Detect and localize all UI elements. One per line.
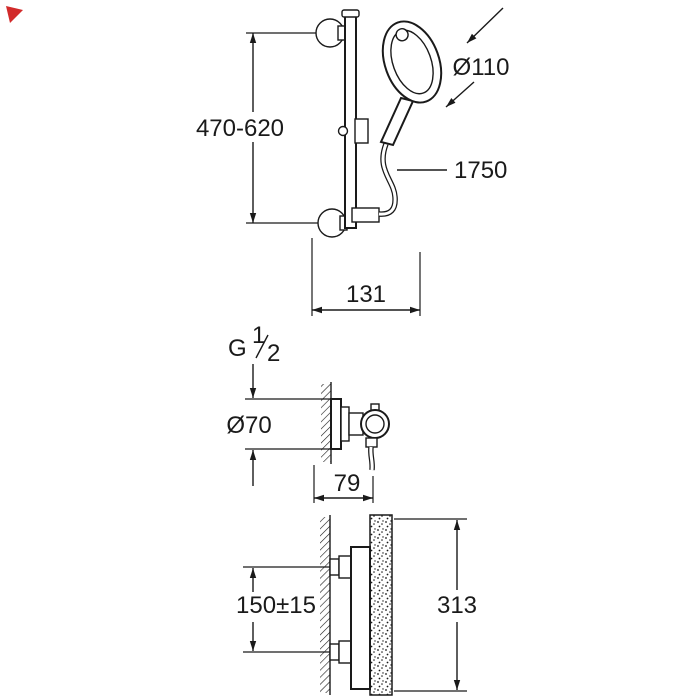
dim-connection-spacing: 150±15 <box>236 566 330 653</box>
connection-spacing-label: 150±15 <box>236 592 316 619</box>
top-union-pipe <box>329 558 340 576</box>
wall-hatch <box>320 517 330 693</box>
valve-flange-step <box>340 406 350 442</box>
valve-flange <box>330 398 342 450</box>
slider-holder <box>354 118 369 144</box>
mounting-rail-section <box>369 514 393 696</box>
dim-flange-diameter: Ø70 <box>226 364 331 486</box>
wall-offset-label: 131 <box>346 281 386 308</box>
wall-middle <box>321 382 332 464</box>
hand-shower-handle <box>379 96 415 147</box>
thread-numerator-label: 1 <box>252 322 265 349</box>
thermostat-body <box>329 546 371 690</box>
total-height-label: 313 <box>437 592 477 619</box>
callout-hose-length: 1750 <box>397 157 507 184</box>
spray-center <box>395 28 409 42</box>
wall-hatch <box>321 384 331 462</box>
slider-knob <box>337 125 349 137</box>
dim-total-height: 313 <box>394 518 477 692</box>
fraction-slash <box>255 334 269 359</box>
red-corner-arrow-icon <box>6 6 23 23</box>
thread-letter-label: G <box>228 335 247 362</box>
hose-elbow-bracket <box>351 207 380 223</box>
outlet-coupling <box>365 437 378 448</box>
rail-height-label: 470-620 <box>196 115 284 142</box>
bottom-union-nut <box>338 640 352 664</box>
thread-denominator-label: 2 <box>267 340 280 367</box>
bottom-union-pipe <box>329 643 340 661</box>
hand-shower <box>351 20 443 223</box>
callout-head-diameter: Ø110 <box>445 7 510 108</box>
projection-label: 79 <box>334 470 361 497</box>
shower-hose <box>378 143 398 217</box>
wall-bottom <box>320 515 331 695</box>
label-thread: G 1 2 <box>228 322 280 367</box>
rail-top-cap <box>341 9 360 18</box>
valve-knob-inner <box>365 414 385 434</box>
head-diameter-label: Ø110 <box>453 54 510 81</box>
mixer-body <box>350 546 371 690</box>
hose-length-label: 1750 <box>454 157 507 184</box>
mixer-valve-side <box>330 398 390 471</box>
flange-diameter-label: Ø70 <box>226 412 271 439</box>
shower-rail-assembly <box>315 9 369 238</box>
dim-projection: 79 <box>313 465 374 503</box>
top-union-nut <box>338 555 352 579</box>
dim-wall-offset: 131 <box>311 238 421 316</box>
dim-rail-height: 470-620 <box>196 32 318 224</box>
